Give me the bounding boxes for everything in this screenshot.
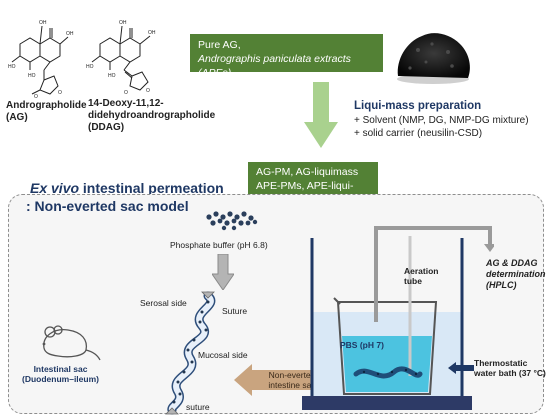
permeation-title: Ex vivo intestinal permeation: [30, 180, 224, 196]
liquimass-title: Liqui-mass preparation: [354, 100, 482, 112]
svg-text:HO: HO: [28, 73, 36, 79]
ddag-name: 14-Deoxy-11,12- didehydroandrographolide…: [88, 98, 216, 133]
granules-image: [206, 211, 258, 231]
non-everted-sac-label: Non-everted intestine sac: [268, 370, 316, 390]
thermostatic-arrow: [448, 362, 474, 374]
source-box: Pure AG, Andrographis paniculata extract…: [190, 34, 383, 79]
svg-text:O: O: [58, 90, 62, 96]
liquimass-item-solvent: + Solvent (NMP, DG, NMP-DG mixture): [354, 115, 529, 126]
mucosal-side-label: Mucosal side: [198, 350, 248, 360]
extract-powder-image: [397, 33, 470, 84]
intestinal-sac-label: Intestinal sac (Duodenum–ileum): [22, 364, 99, 384]
thermostatic-label: Thermostatic water bath (37 °C): [474, 358, 546, 378]
ddag-structure: OH OH HO HO O O: [86, 20, 156, 96]
svg-text:OH: OH: [119, 20, 127, 26]
svg-text:OH: OH: [66, 31, 74, 37]
pbs-label: PBS (pH 7): [340, 340, 384, 350]
intestine-sac-drawing: [165, 291, 216, 415]
svg-text:O: O: [124, 90, 128, 96]
suture-bottom-label: suture: [186, 402, 210, 412]
svg-text:O: O: [146, 88, 150, 94]
hplc-determination-label: AG & DDAG determination (HPLC): [486, 258, 546, 290]
andrographolide-structure: OH OH HO HO O O: [8, 20, 74, 99]
phosphate-buffer-label: Phosphate buffer (pH 6.8): [170, 240, 268, 250]
down-arrow-gray: [212, 254, 234, 290]
svg-text:HO: HO: [86, 64, 94, 70]
ag-name: Andrographolide (AG): [6, 100, 87, 123]
formulation-box: AG-PM, AG-liquimass APE-PMs, APE-liqui-m…: [248, 162, 378, 206]
liquimass-item-carrier: + solid carrier (neusilin-CSD): [354, 128, 483, 139]
svg-text:HO: HO: [108, 73, 116, 79]
serosal-side-label: Serosal side: [140, 298, 187, 308]
svg-text:OH: OH: [148, 30, 156, 36]
aeration-tube-label: Aeration tube: [404, 266, 439, 286]
permeation-subtitle: : Non-everted sac model: [26, 198, 189, 214]
svg-text:HO: HO: [8, 64, 16, 70]
down-arrow-green: [304, 82, 338, 148]
mouse-icon: [42, 325, 101, 361]
svg-text:O: O: [34, 94, 38, 99]
liquimass-block: Liqui-mass preparation + Solvent (NMP, D…: [354, 100, 529, 140]
water-bath-apparatus: [302, 226, 494, 410]
suture-top-label: Suture: [222, 306, 248, 316]
svg-text:OH: OH: [39, 20, 47, 26]
